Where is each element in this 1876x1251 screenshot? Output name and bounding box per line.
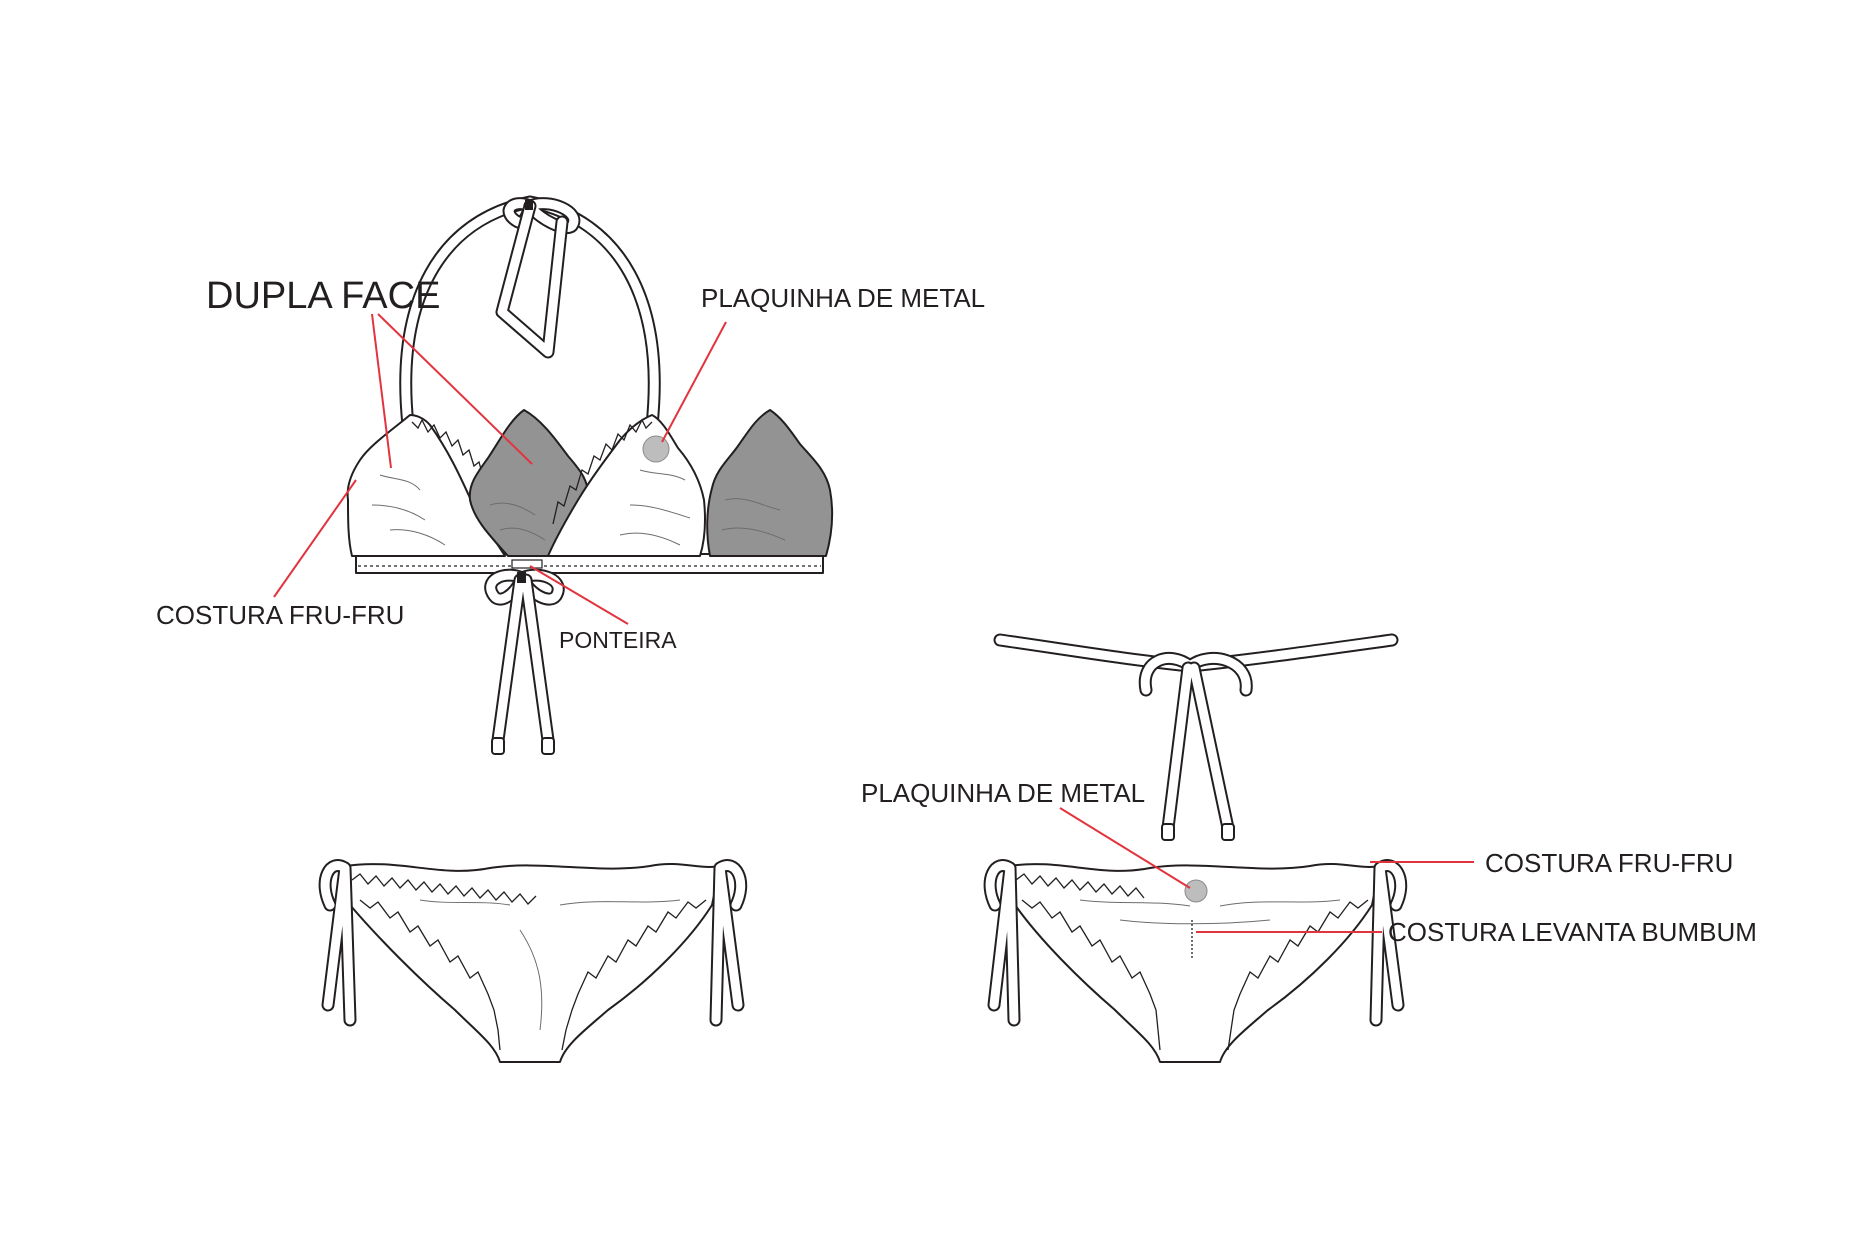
left-tip [491, 737, 505, 755]
label-costura-frufru-top: COSTURA FRU-FRU [156, 600, 404, 630]
leader-lines [273, 313, 1474, 933]
center-knot [517, 572, 526, 583]
label-plaquinha-top: PLAQUINHA DE METAL [701, 283, 985, 313]
leader-ponteira [529, 565, 629, 625]
halter-neck-strap [399, 195, 661, 432]
bikini-bottom-back [983, 859, 1408, 1063]
leader-costura-top [273, 479, 357, 598]
label-costura-frufru-bottom: COSTURA FRU-FRU [1485, 848, 1733, 878]
leader-dupla-face-left [371, 313, 392, 469]
leader-dupla-face-center [377, 313, 533, 465]
leader-plaquinha-bottom [1059, 807, 1191, 889]
bikini-bottom-front [318, 859, 748, 1063]
right-cup-white [547, 414, 706, 557]
left-cup-white [346, 414, 506, 557]
neck-bow [495, 197, 581, 359]
back-metal-plate [1184, 879, 1208, 903]
label-dupla-face: DUPLA FACE [206, 275, 440, 317]
label-costura-levanta-bumbum: COSTURA LEVANTA BUMBUM [1388, 917, 1757, 947]
bikini-top-back-strap [993, 633, 1399, 841]
right-tip [541, 737, 555, 755]
neck-knot [525, 200, 533, 210]
right-cup-reverse [706, 409, 834, 557]
leader-plaquinha-top [661, 321, 727, 443]
front-tie [484, 568, 565, 755]
label-ponteira: PONTEIRA [559, 627, 677, 653]
back-right-tip [1221, 823, 1235, 841]
bikini-top [346, 195, 834, 755]
back-left-tip [1161, 823, 1175, 841]
ponteira-clasp [511, 559, 543, 569]
metal-plate [642, 435, 670, 463]
label-plaquinha-bottom: PLAQUINHA DE METAL [861, 778, 1145, 808]
